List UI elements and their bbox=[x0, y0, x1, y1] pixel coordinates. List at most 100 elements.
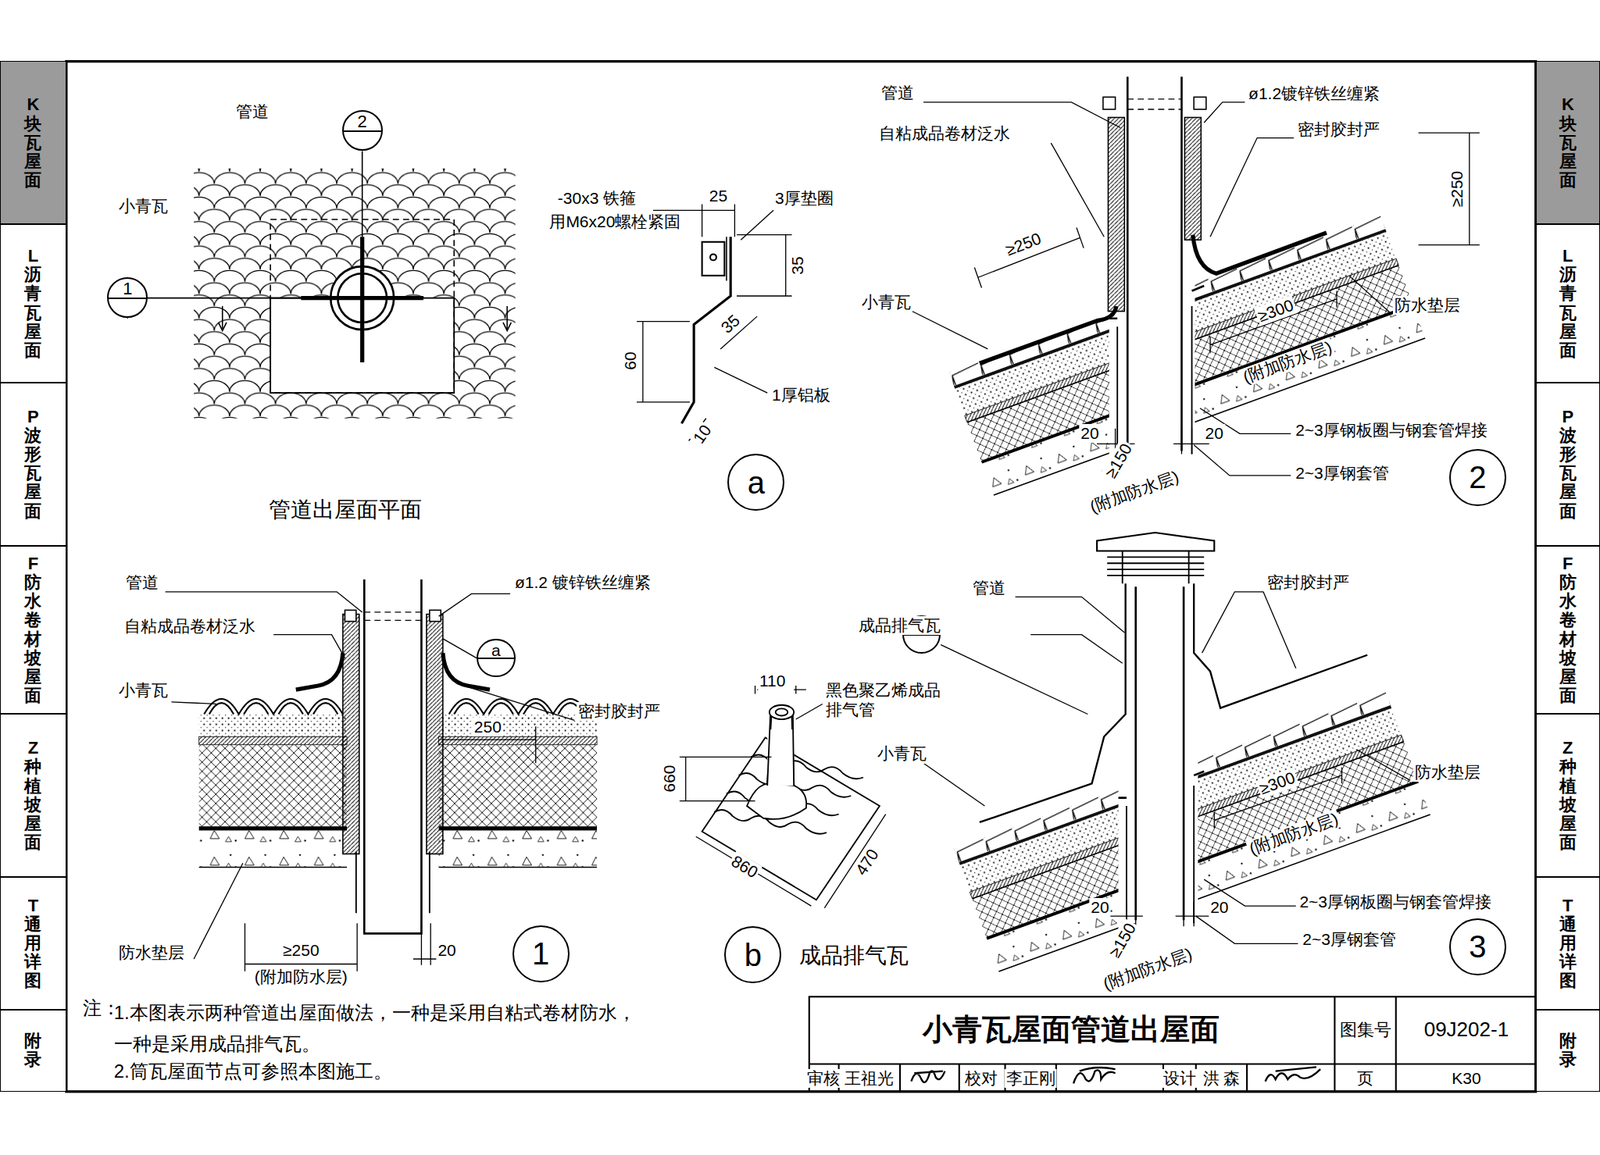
annotation-text: 管道 bbox=[971, 578, 1008, 598]
side-tab: T通用详图 bbox=[1535, 877, 1600, 1011]
detail-number-text: 1 bbox=[532, 938, 550, 970]
tab-text: K块瓦屋面 bbox=[24, 95, 42, 190]
dimension-text: 10 bbox=[688, 420, 716, 449]
dimension-text: ≥250 bbox=[1001, 228, 1046, 261]
detail-number: 2 bbox=[1449, 449, 1507, 507]
reference-number: 2 bbox=[357, 113, 368, 131]
dimension-text: 25 bbox=[707, 186, 729, 206]
annotation-text: 设计 bbox=[1161, 1068, 1198, 1088]
annotation-text: 图集号 bbox=[1338, 1021, 1393, 1041]
dimension-text: 470 bbox=[850, 844, 884, 881]
side-tab: K块瓦屋面 bbox=[1535, 60, 1600, 225]
reference-symbol: 2 bbox=[342, 110, 383, 151]
annotation-text: 2~3厚钢板圈与钢套管焊接 bbox=[1297, 892, 1493, 912]
side-tab: K块瓦屋面 bbox=[0, 60, 67, 225]
annotation-text: 洪 森 bbox=[1201, 1068, 1243, 1088]
reference-number: 1 bbox=[122, 280, 133, 298]
dimension-text: 20 bbox=[1203, 424, 1225, 443]
annotation-text: 管道 bbox=[234, 102, 271, 122]
side-tab: Z种植坡屋面 bbox=[0, 714, 67, 878]
tab-text: T通用详图 bbox=[1559, 896, 1577, 992]
dimension-text: 35 bbox=[788, 254, 808, 276]
annotation-text: 防水垫层 bbox=[1413, 763, 1483, 783]
annotation-text: 2~3厚钢套管 bbox=[1300, 930, 1398, 950]
annotation-text: 自粘成品卷材泛水 bbox=[122, 617, 258, 636]
detail-number-text: 2 bbox=[1468, 461, 1486, 493]
tab-text: T通用详图 bbox=[24, 896, 42, 992]
reference-symbol: a bbox=[476, 639, 516, 679]
annotation-text: 小青瓦 bbox=[875, 744, 929, 764]
annotation-text: K30 bbox=[1450, 1068, 1483, 1088]
dimension-text: 110 bbox=[757, 671, 787, 691]
side-tab: Z种植坡屋面 bbox=[1535, 714, 1600, 878]
annotation-text: 李正刚 bbox=[1004, 1068, 1058, 1088]
annotation-text: ø1.2镀锌铁丝缠紧 bbox=[1246, 84, 1382, 104]
dimension-text: 20 bbox=[1089, 898, 1111, 918]
annotation-text: 09J202-1 bbox=[1422, 1018, 1511, 1043]
reference-number: a bbox=[491, 642, 501, 659]
annotation-text: 防水垫层 bbox=[1392, 296, 1462, 315]
annotation-text: 审核 bbox=[805, 1068, 842, 1088]
annotation-text: 管道 bbox=[879, 83, 916, 103]
side-tab: L沥青瓦屋面 bbox=[1535, 224, 1600, 383]
annotation-text: 页 bbox=[1355, 1068, 1375, 1088]
annotation-text: 黑色聚乙烯成品 排气管 bbox=[824, 681, 961, 719]
side-tab: F防水卷材坡屋面 bbox=[0, 546, 67, 715]
annotation-text: 防水垫层 bbox=[117, 943, 186, 963]
tab-text: 附录 bbox=[24, 1032, 42, 1070]
annotation-text: (附加防水层) bbox=[253, 967, 350, 987]
annotation-text: 成品排气瓦 bbox=[797, 943, 911, 969]
detail-number: b bbox=[724, 926, 782, 984]
tab-text: Z种植坡屋面 bbox=[1559, 739, 1577, 853]
annotation-text: 自粘成品卷材泛水 bbox=[877, 124, 1012, 143]
side-tab: P波形瓦屋面 bbox=[0, 382, 67, 547]
annotation-text: 王祖光 bbox=[842, 1068, 896, 1088]
tab-text: Z种植坡屋面 bbox=[24, 739, 42, 853]
annotation-text: 密封胶封严 bbox=[576, 702, 662, 722]
side-tab: 附录 bbox=[1535, 1010, 1600, 1092]
tab-text: F防水卷材坡屋面 bbox=[1559, 554, 1577, 707]
detail-number-text: b bbox=[744, 939, 762, 972]
side-tab: F防水卷材坡屋面 bbox=[1535, 546, 1600, 715]
annotation-text: 2~3厚钢板圈与钢套管焊接 bbox=[1293, 421, 1490, 440]
tab-text: L沥青瓦屋面 bbox=[24, 246, 42, 361]
tab-text: F防水卷材坡屋面 bbox=[24, 554, 42, 707]
annotation-text: 管道 bbox=[124, 573, 161, 593]
annotation-text: 1.本图表示两种管道出屋面做法，一种是采用自粘式卷材防水， 一种是采用成品排气瓦… bbox=[112, 997, 647, 1061]
annotation-text: 小青瓦 bbox=[117, 196, 170, 216]
annotation-text: 密封胶封严 bbox=[1265, 573, 1351, 593]
dimension-text: ≥250 bbox=[281, 941, 322, 961]
annotation-text: 管道出屋面平面 bbox=[267, 497, 424, 523]
dimension-text: 250 bbox=[472, 717, 504, 737]
annotation-text: 用M6x20螺栓紧固 bbox=[547, 212, 683, 232]
detail-number-text: 3 bbox=[1468, 931, 1486, 963]
side-tab: T通用详图 bbox=[0, 877, 67, 1011]
reference-divider bbox=[108, 297, 147, 300]
reference-divider bbox=[478, 657, 515, 660]
tab-text: L沥青瓦屋面 bbox=[1559, 246, 1577, 361]
dimension-text: 35 bbox=[716, 310, 745, 339]
side-tab: 附录 bbox=[0, 1010, 67, 1092]
annotation-text: 小青瓦 bbox=[117, 681, 170, 700]
annotation-text: 成品排气瓦 bbox=[857, 616, 943, 636]
detail-number: 3 bbox=[1449, 918, 1507, 976]
sheet-title: 小青瓦屋面管道出屋面 bbox=[921, 1013, 1222, 1048]
dimension-text: 660 bbox=[660, 763, 679, 794]
dimension-text: 20 bbox=[435, 941, 458, 961]
tab-text: P波形瓦屋面 bbox=[24, 407, 42, 522]
annotation-text: 2.筒瓦屋面节点可参照本图施工。 bbox=[112, 1060, 394, 1083]
annotation-text: -30x3 铁箍 bbox=[556, 189, 638, 208]
dimension-text: 1厚铝板 bbox=[770, 385, 833, 405]
tab-text: K块瓦屋面 bbox=[1559, 95, 1577, 190]
tab-text: 附录 bbox=[1559, 1032, 1577, 1070]
reference-divider bbox=[343, 130, 382, 133]
side-tab: L沥青瓦屋面 bbox=[0, 224, 67, 383]
dimension-text: 60 bbox=[621, 350, 640, 372]
annotation-text: ø1.2 镀锌铁丝缠紧 bbox=[513, 573, 653, 593]
annotation-text: 校对 bbox=[963, 1068, 1000, 1088]
dimension-text: 20 bbox=[1078, 424, 1100, 443]
dimension-text: 3厚垫圈 bbox=[773, 189, 836, 208]
annotation-text: 2~3厚钢套管 bbox=[1293, 464, 1391, 483]
